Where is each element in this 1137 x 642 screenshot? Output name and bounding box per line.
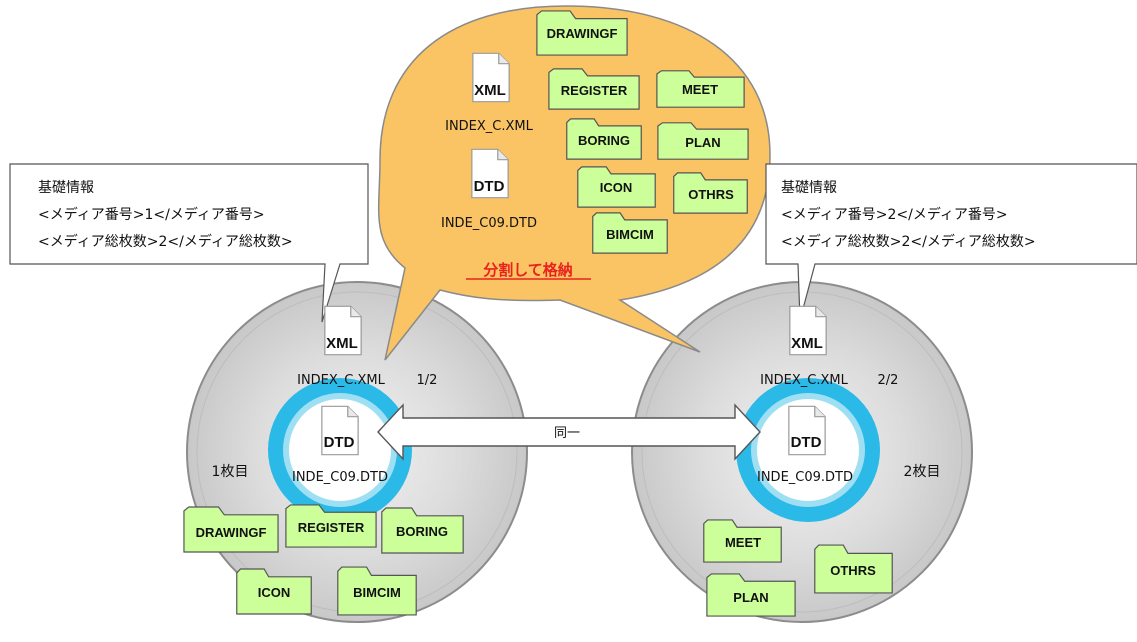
callout-right-media-number: <メディア番号>2</メディア番号> [781, 206, 1008, 223]
disc-1-dtd-name: INDE_C09.DTD [292, 470, 388, 485]
disc-2-folder-meet: MEET [703, 519, 782, 563]
folder-label: PLAN [685, 135, 720, 150]
disc-1-xml-file: XML INDEX_C.XML [297, 305, 386, 388]
dtd-icon-text: DTD [791, 434, 822, 451]
bubble-folder-plan: PLAN [657, 122, 749, 160]
disc-1-folder-drawingf: DRAWINGF [183, 506, 279, 553]
callout-left: 基礎情報 <メディア番号>1</メディア番号> <メディア総枚数>2</メディア… [9, 163, 369, 323]
folder-label: DRAWINGF [547, 26, 618, 41]
split-storage-caption: 分割して格納 [483, 261, 573, 279]
bubble-caption: 分割して格納 [466, 261, 591, 280]
folder-label: BIMCIM [606, 227, 654, 242]
disc-1-folder-icon: ICON [236, 568, 312, 615]
bubble-dtd-name: INDE_C09.DTD [441, 216, 537, 231]
bubble-folder-register: REGISTER [548, 68, 640, 110]
folder-label: ICON [600, 180, 633, 195]
disc-2-folder-othrs: OTHRS [814, 544, 893, 594]
callout-right-media-total: <メディア総枚数>2</メディア総枚数> [781, 233, 1036, 250]
folder-label: REGISTER [298, 520, 365, 535]
bubble-folder-boring: BORING [566, 118, 642, 160]
folder-label: BORING [578, 133, 630, 148]
disc-2-xml-file: XML INDEX_C.XML [760, 305, 849, 388]
folder-label: MEET [725, 535, 761, 550]
bubble-xml-name: INDEX_C.XML [445, 119, 534, 134]
disc-1-ratio: 1/2 [417, 373, 438, 388]
disc-2-folder-plan: PLAN [706, 573, 796, 617]
folder-label: OTHRS [688, 187, 734, 202]
xml-icon-text: XML [326, 335, 358, 352]
dtd-icon-text: DTD [324, 434, 355, 451]
bubble-folder-othrs: OTHRS [673, 172, 748, 214]
bubble-folder-bimcim: BIMCIM [592, 212, 668, 254]
folder-label: PLAN [733, 590, 768, 605]
disc-2-label: 2枚目 [904, 464, 941, 480]
disc-1-folder-bimcim: BIMCIM [337, 566, 417, 616]
disc-2-ratio: 2/2 [878, 373, 899, 388]
folder-label: DRAWINGF [196, 525, 267, 540]
disc-2-dtd-name: INDE_C09.DTD [757, 470, 853, 485]
disc-1-xml-name: INDEX_C.XML [297, 373, 386, 388]
xml-icon-text: XML [474, 82, 506, 99]
disc-1-folder-boring: BORING [381, 507, 464, 554]
folder-label: ICON [258, 585, 291, 600]
bubble-folder-meet: MEET [656, 70, 745, 108]
bubble-dtd-file: DTD INDE_C09.DTD [441, 148, 537, 231]
dtd-icon-text: DTD [474, 178, 505, 195]
disc-1-folder-register: REGISTER [285, 504, 377, 548]
bubble-xml-file: XML INDEX_C.XML [445, 52, 534, 134]
folder-label: BORING [396, 524, 448, 539]
disc-2-xml-name: INDEX_C.XML [760, 373, 849, 388]
disc-2-dtd-file: DTD INDE_C09.DTD [757, 405, 853, 485]
folder-label: BIMCIM [353, 585, 401, 600]
disc-1-dtd-file: DTD INDE_C09.DTD [292, 405, 388, 485]
callout-right-heading: 基礎情報 [781, 179, 837, 196]
folder-label: MEET [682, 82, 718, 97]
disc-1-label: 1枚目 [212, 464, 249, 480]
bubble-folder-icon: ICON [577, 166, 656, 208]
arrow-label: 同一 [554, 426, 580, 441]
folder-label: OTHRS [830, 563, 876, 578]
bubble-folder-drawingf: DRAWINGF [536, 10, 628, 56]
folder-label: REGISTER [561, 83, 628, 98]
xml-icon-text: XML [791, 335, 823, 352]
callout-left-media-total: <メディア総枚数>2</メディア総枚数> [38, 233, 293, 250]
callout-right: 基礎情報 <メディア番号>2</メディア番号> <メディア総枚数>2</メディア… [765, 163, 1137, 321]
identical-arrow: 同一 [377, 403, 761, 461]
callout-left-media-number: <メディア番号>1</メディア番号> [38, 206, 265, 223]
callout-left-heading: 基礎情報 [38, 179, 94, 196]
